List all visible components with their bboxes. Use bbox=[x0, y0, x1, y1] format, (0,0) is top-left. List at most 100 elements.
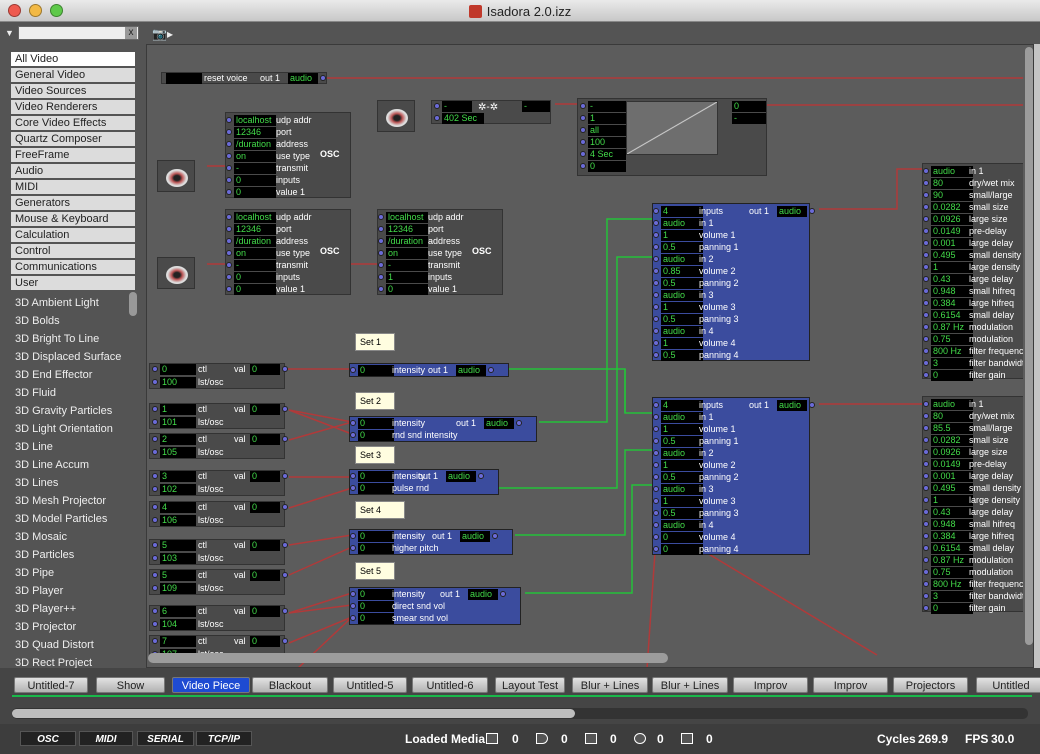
zoom-window-button[interactable] bbox=[50, 4, 63, 17]
scene-tab[interactable]: Untitled-7 bbox=[14, 677, 88, 693]
input-port-icon[interactable] bbox=[923, 413, 929, 419]
input-port-icon[interactable] bbox=[653, 208, 659, 214]
input-value[interactable]: 0 bbox=[661, 532, 703, 543]
input-value[interactable]: 4 Sec bbox=[588, 149, 626, 160]
input-port-icon[interactable] bbox=[923, 605, 929, 611]
input-value[interactable]: 0 bbox=[358, 543, 394, 554]
output-value[interactable]: audio bbox=[456, 365, 486, 376]
protocol-button-serial[interactable]: SERIAL bbox=[137, 731, 194, 746]
actor-item[interactable]: 3D Quad Distort bbox=[15, 639, 94, 651]
input-port-icon[interactable] bbox=[350, 485, 356, 491]
input-port-icon[interactable] bbox=[653, 522, 659, 528]
input-port-icon[interactable] bbox=[152, 406, 158, 412]
input-port-icon[interactable] bbox=[923, 216, 929, 222]
input-value[interactable]: 0 bbox=[160, 364, 196, 375]
input-port-icon[interactable] bbox=[378, 238, 384, 244]
output-port-icon[interactable] bbox=[282, 366, 288, 372]
input-port-icon[interactable] bbox=[923, 533, 929, 539]
actor-search-input[interactable]: x bbox=[18, 26, 139, 40]
input-value[interactable]: 90 bbox=[931, 190, 973, 201]
input-port-icon[interactable] bbox=[226, 262, 232, 268]
input-value[interactable]: 100 bbox=[160, 377, 196, 388]
input-value[interactable]: 3 bbox=[160, 471, 196, 482]
input-value[interactable]: 3 bbox=[931, 358, 973, 369]
actor-item[interactable]: 3D Mosaic bbox=[15, 531, 67, 543]
input-port-icon[interactable] bbox=[226, 238, 232, 244]
input-port-icon[interactable] bbox=[923, 521, 929, 527]
category-item[interactable]: Video Sources bbox=[11, 84, 135, 98]
input-port-icon[interactable] bbox=[152, 419, 158, 425]
category-item[interactable]: Calculation bbox=[11, 228, 135, 242]
scene-tab[interactable]: Projectors bbox=[893, 677, 968, 693]
input-value[interactable]: 0.6154 bbox=[931, 310, 973, 321]
input-port-icon[interactable] bbox=[923, 425, 929, 431]
input-port-icon[interactable] bbox=[580, 151, 586, 157]
input-value[interactable]: 0 bbox=[358, 531, 394, 542]
input-port-icon[interactable] bbox=[923, 192, 929, 198]
input-port-icon[interactable] bbox=[580, 127, 586, 133]
input-value[interactable]: 0.43 bbox=[931, 507, 973, 518]
input-port-icon[interactable] bbox=[653, 534, 659, 540]
actor-item[interactable]: 3D Light Orientation bbox=[15, 423, 113, 435]
actor-item[interactable]: 3D Fluid bbox=[15, 387, 56, 399]
scene-tab[interactable]: Blur + Lines bbox=[572, 677, 648, 693]
picture-player-actor[interactable] bbox=[157, 257, 195, 289]
scene-tab[interactable]: Untitled bbox=[976, 677, 1040, 693]
actor-item[interactable]: 3D Ambient Light bbox=[15, 297, 99, 309]
actor-input[interactable]: - bbox=[580, 101, 670, 112]
output-port-icon[interactable] bbox=[282, 436, 288, 442]
input-value[interactable]: 12346 bbox=[234, 224, 276, 235]
input-port-icon[interactable] bbox=[152, 585, 158, 591]
input-value[interactable]: 0.5 bbox=[661, 350, 703, 361]
actor-list-scrollbar[interactable] bbox=[129, 292, 137, 316]
input-port-icon[interactable] bbox=[923, 288, 929, 294]
input-port-icon[interactable] bbox=[653, 414, 659, 420]
input-port-icon[interactable] bbox=[653, 220, 659, 226]
output-port-icon[interactable] bbox=[809, 208, 815, 214]
input-port-icon[interactable] bbox=[653, 340, 659, 346]
input-port-icon[interactable] bbox=[580, 163, 586, 169]
input-value[interactable]: on bbox=[386, 248, 428, 259]
output-value[interactable]: 0 bbox=[732, 101, 766, 112]
input-port-icon[interactable] bbox=[653, 510, 659, 516]
input-port-icon[interactable] bbox=[923, 348, 929, 354]
input-value[interactable]: /duration bbox=[234, 139, 276, 150]
input-port-icon[interactable] bbox=[653, 474, 659, 480]
input-value[interactable]: 1 bbox=[588, 113, 626, 124]
protocol-button-osc[interactable]: OSC bbox=[20, 731, 76, 746]
input-value[interactable]: audio bbox=[661, 448, 703, 459]
output-port-icon[interactable] bbox=[809, 402, 815, 408]
input-value[interactable]: 800 Hz bbox=[931, 346, 973, 357]
category-item[interactable]: Mouse & Keyboard bbox=[11, 212, 135, 226]
input-value[interactable]: 7 bbox=[160, 636, 196, 647]
actor-input[interactable]: 0 bbox=[580, 161, 670, 172]
actor-item[interactable]: 3D Projector bbox=[15, 621, 77, 633]
input-value[interactable]: audio bbox=[661, 290, 703, 301]
input-value[interactable]: 100 bbox=[588, 137, 626, 148]
output-port-icon[interactable] bbox=[320, 75, 326, 81]
